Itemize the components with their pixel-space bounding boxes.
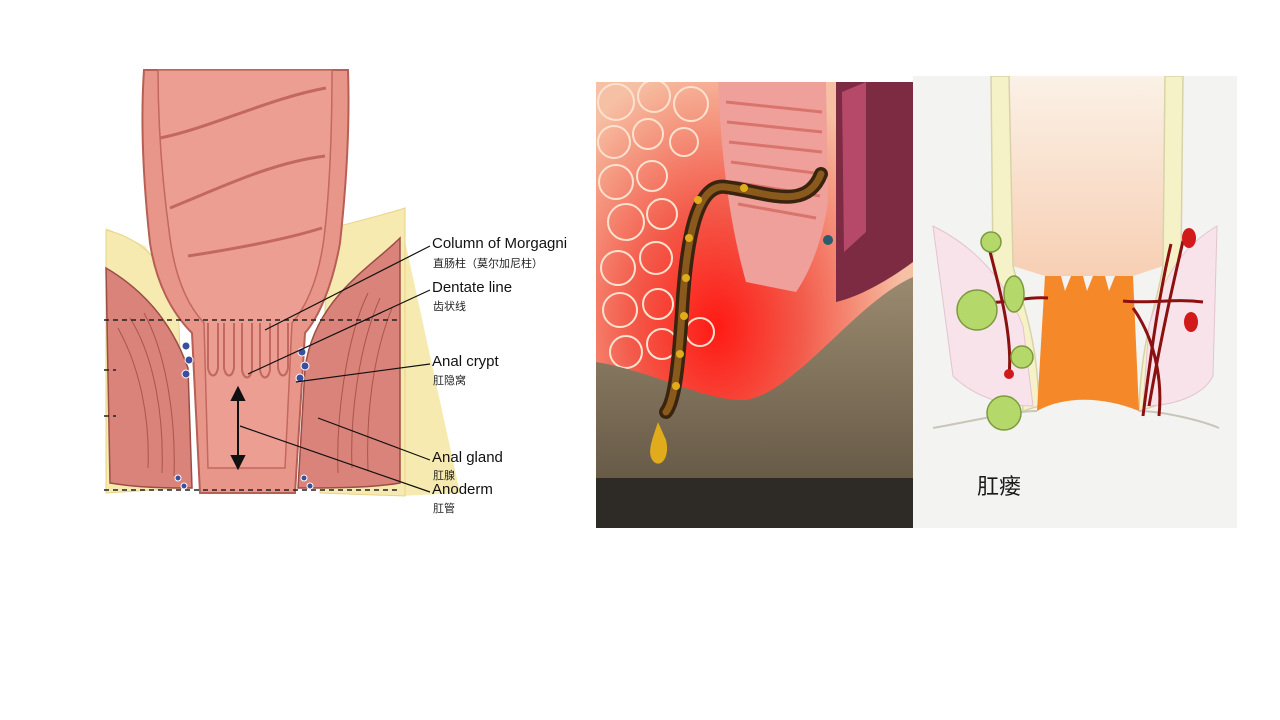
anal-canal: [1037, 276, 1139, 411]
pus-droplets: [650, 184, 748, 464]
label-dentate-line: Dentate line 齿状线: [432, 279, 512, 313]
label-column-of-morgagni: Column of Morgagni 直肠柱（莫尔加尼柱）: [432, 235, 567, 270]
gland-dot: [823, 235, 833, 245]
label-zh: 肛腺: [433, 468, 455, 482]
label-en: Column of Morgagni: [432, 235, 567, 252]
label-zh: 直肠柱（莫尔加尼柱）: [433, 256, 543, 270]
label-zh: 肛管: [433, 501, 455, 515]
anal-glands: [174, 341, 314, 490]
label-zh: 肛隐窝: [433, 373, 466, 387]
sphincter-left-fibers: [117, 312, 175, 477]
fat-lobules: [597, 82, 715, 409]
rectal-fold-2: [169, 154, 326, 210]
fistula-vessels: [972, 240, 1204, 417]
label-en: Dentate line: [432, 279, 512, 296]
sphincter-band-highlight: [842, 82, 866, 252]
columns-of-morgagni: [207, 323, 289, 379]
label-en: Anal crypt: [432, 353, 500, 370]
level-lines: [104, 319, 400, 491]
anal-canal-anatomy-diagram: Column of Morgagni 直肠柱（莫尔加尼柱） Dentate li…: [100, 68, 580, 520]
label-en: Anoderm: [432, 481, 493, 498]
label-en: Anal gland: [432, 449, 503, 466]
inflamed-glands: [1004, 228, 1198, 379]
abscess-svg: [596, 82, 913, 528]
anal-canal-length-arrow: [230, 385, 246, 471]
anatomy-svg: Column of Morgagni 直肠柱（莫尔加尼柱） Dentate li…: [104, 69, 567, 515]
perianal-abscess-illustration: [596, 82, 913, 528]
skin-surface: [596, 277, 913, 528]
fistula-caption: 肛瘘: [977, 475, 1021, 500]
label-anal-gland: Anal gland 肛腺: [432, 449, 503, 482]
label-anal-crypt: Anal crypt 肛隐窝: [432, 353, 500, 387]
floor-shadow: [596, 478, 913, 528]
fistula-tract-inner: [662, 170, 825, 416]
lymph-nodes: [956, 231, 1034, 431]
leader-lines: [239, 245, 431, 493]
sphincter-left: [105, 266, 193, 489]
label-zh: 齿状线: [433, 299, 466, 313]
rectal-lumen: [1009, 76, 1165, 276]
label-anoderm: Anoderm 肛管: [432, 481, 493, 515]
anal-fistula-diagram: 肛瘘: [913, 76, 1237, 528]
rectal-fold-1: [159, 86, 327, 140]
rectal-fold-3: [187, 226, 323, 258]
fistula-svg: 肛瘘: [913, 76, 1237, 528]
